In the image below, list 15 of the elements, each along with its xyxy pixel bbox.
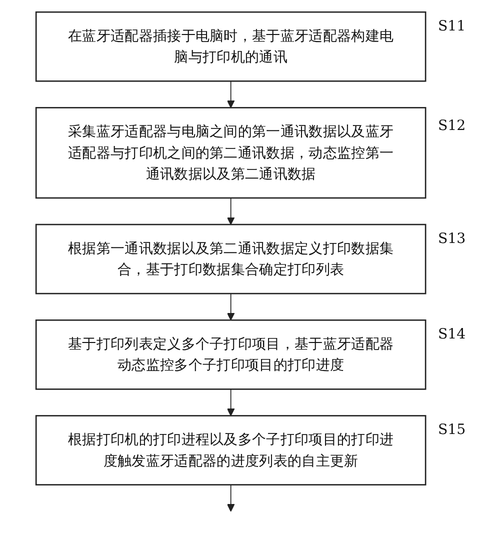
node-box: 在蓝牙适配器插接于电脑时，基于蓝牙适配器构建电脑与打印机的通讯: [35, 11, 426, 82]
step-label: S13: [438, 230, 466, 247]
step-label: S12: [438, 118, 466, 134]
arrow: [226, 484, 235, 512]
arrow: [226, 80, 235, 108]
node-box: 采集蓝牙适配器与电脑之间的第一通讯数据以及蓝牙适配器与打印机之间的第二通讯数据，动态监控第一通讯数据以及第二通讯数据: [35, 107, 426, 199]
arrow: [226, 388, 235, 416]
step-label: S11: [438, 18, 466, 34]
arrow: [226, 293, 235, 320]
node-box: 基于打印列表定义多个子打印项目，基于蓝牙适配器动态监控多个子打印项目的打印进度: [35, 319, 426, 390]
node-box: 根据第一通讯数据以及第二通讯数据定义打印数据集合，基于打印数据集合确定打印列表: [35, 224, 426, 294]
node-box: 根据打印机的打印进程以及多个子打印项目的打印进度触发蓝牙适配器的进度列表的自主更新: [35, 415, 426, 486]
arrow: [226, 198, 235, 225]
step-label: S15: [438, 422, 466, 438]
step-label: S14: [438, 326, 466, 342]
